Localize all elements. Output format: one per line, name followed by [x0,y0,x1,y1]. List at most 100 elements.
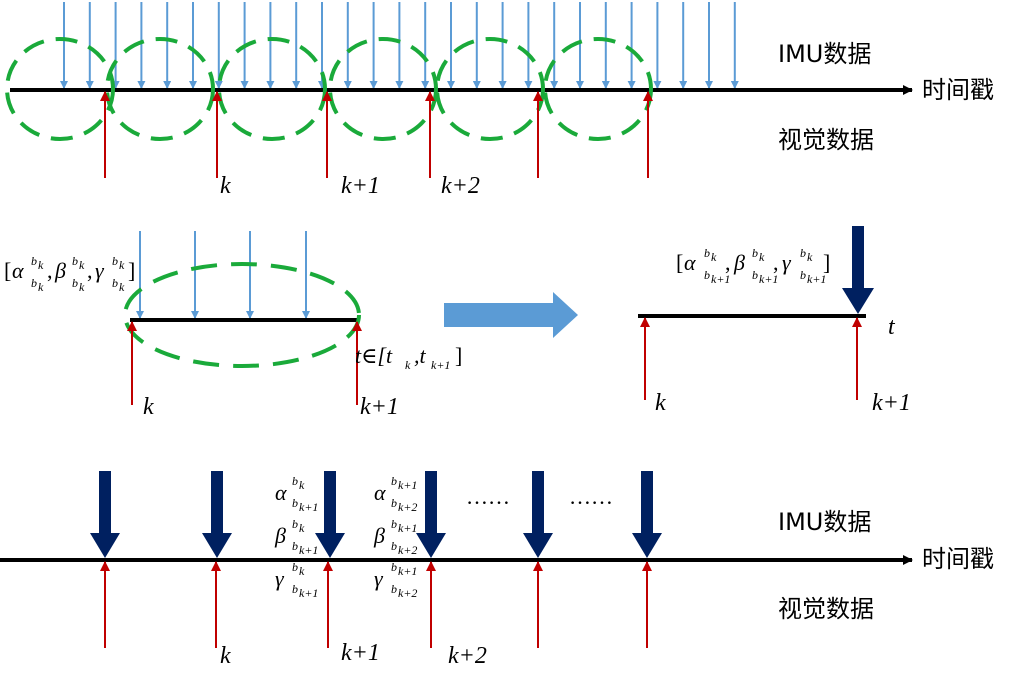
preintegration-window [543,37,653,141]
preintegrated-arrows-row [90,471,662,558]
svg-text:k: k [38,258,44,272]
svg-text:k: k [79,280,85,294]
svg-text:b: b [292,582,298,596]
svg-text:α: α [275,480,287,505]
visual-data-label: 视觉数据 [778,126,874,154]
imu-arrows-row [60,2,739,89]
svg-text:b: b [292,560,298,574]
svg-text:b: b [31,276,37,290]
svg-text:,t: ,t [414,343,427,368]
ellipsis-2: …… [569,484,613,509]
svg-text:β: β [274,523,286,548]
svg-text:b: b [292,496,298,510]
svg-text:k+1: k+1 [431,358,450,372]
imu-data-label-2: IMU数据 [778,508,871,536]
preintegrated-arrow [416,471,446,558]
svg-text:k+1: k+1 [759,272,778,286]
svg-text:b: b [292,517,298,531]
svg-text:k: k [711,250,717,264]
svg-text:k: k [79,258,85,272]
svg-text:k: k [119,258,125,272]
svg-text:]: ] [455,343,462,368]
interval-imu-arrows [136,231,310,319]
svg-text:b: b [292,474,298,488]
svg-text:[: [ [4,258,11,283]
svg-text:k+2: k+2 [398,586,417,600]
preintegration-window [217,37,327,141]
preintegrated-arrow [632,471,662,558]
svg-text:t∈[t: t∈[t [355,343,393,368]
svg-text:β: β [54,258,66,283]
preintegrated-arrow [315,471,345,558]
svg-text:b: b [391,582,397,596]
svg-text:,: , [87,258,93,283]
visual-data-label-2: 视觉数据 [778,595,874,623]
svg-text:γ: γ [782,250,792,275]
svg-text:b: b [112,254,118,268]
svg-text:k+1: k+1 [299,500,318,514]
preintegrated-arrow [202,471,232,558]
svg-text:k: k [299,521,305,535]
svg-text:b: b [752,246,758,260]
svg-text:α: α [12,258,24,283]
svg-text:b: b [391,560,397,574]
svg-text:γ: γ [95,258,105,283]
svg-text:k: k [759,250,765,264]
svg-text:k: k [299,564,305,578]
svg-text:,: , [47,258,53,283]
svg-text:b: b [391,517,397,531]
svg-text:k: k [807,250,813,264]
svg-text:b: b [112,276,118,290]
frame-label-k1: k+1 [341,173,380,199]
svg-text:b: b [292,539,298,553]
ellipsis-1: …… [466,484,510,509]
svg-text:b: b [391,496,397,510]
timestamp-label: 时间戳 [922,76,994,104]
svg-text:k: k [38,280,44,294]
preintegration-window [105,37,215,141]
result-label-t: t [888,314,896,340]
svg-text:b: b [800,268,806,282]
visual-arrows-row [100,91,653,178]
interval-formula: t∈[t k ,t k+1 ] [355,343,462,372]
svg-text:,: , [773,250,779,275]
preintegrated-arrow [90,471,120,558]
result-label-k: k [655,390,666,416]
preintegration-windows [5,37,653,141]
interval-label-k: k [143,394,154,420]
svg-text:b: b [72,254,78,268]
svg-text:β: β [373,523,385,548]
frame-label-k: k [220,173,231,199]
svg-text:b: b [31,254,37,268]
svg-text:k+1: k+1 [299,543,318,557]
preintegrated-arrow [842,226,874,314]
svg-text:]: ] [823,250,830,275]
svg-text:k: k [405,358,411,372]
svg-text:γ: γ [374,566,384,591]
svg-text:,: , [725,250,731,275]
svg-text:k+1: k+1 [398,478,417,492]
svg-text:k: k [299,478,305,492]
frame-label-k2: k+2 [441,173,480,199]
result-label-k1: k+1 [872,390,911,416]
svg-text:b: b [391,474,397,488]
visual-arrows-row-2 [100,561,652,648]
svg-text:b: b [800,246,806,260]
svg-text:k+1: k+1 [299,586,318,600]
svg-text:b: b [752,268,758,282]
section-timeline-overview: IMU数据 时间戳 视觉数据 k k+1 k+2 [5,2,994,199]
svg-text:k+2: k+2 [398,500,417,514]
svg-text:k: k [119,280,125,294]
interval-label-k1: k+1 [360,394,399,420]
svg-text:b: b [704,268,710,282]
interval-window [123,262,361,368]
